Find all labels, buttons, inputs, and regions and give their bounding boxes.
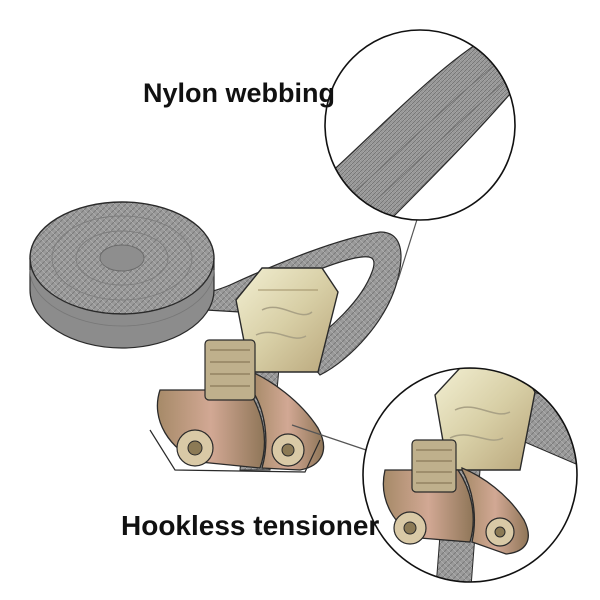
- tensioner-callout-label: Hookless tensioner: [121, 510, 380, 541]
- webbing-detail-magnifier: [324, 29, 516, 221]
- tensioner-detail-magnifier: [362, 367, 578, 583]
- leader-line-webbing: [397, 209, 421, 281]
- webbing-callout-label: Nylon webbing: [143, 78, 335, 108]
- webbing-roll: [29, 201, 402, 376]
- leader-line-tensioner: [291, 424, 373, 453]
- ratchet-tensioner: [149, 267, 339, 473]
